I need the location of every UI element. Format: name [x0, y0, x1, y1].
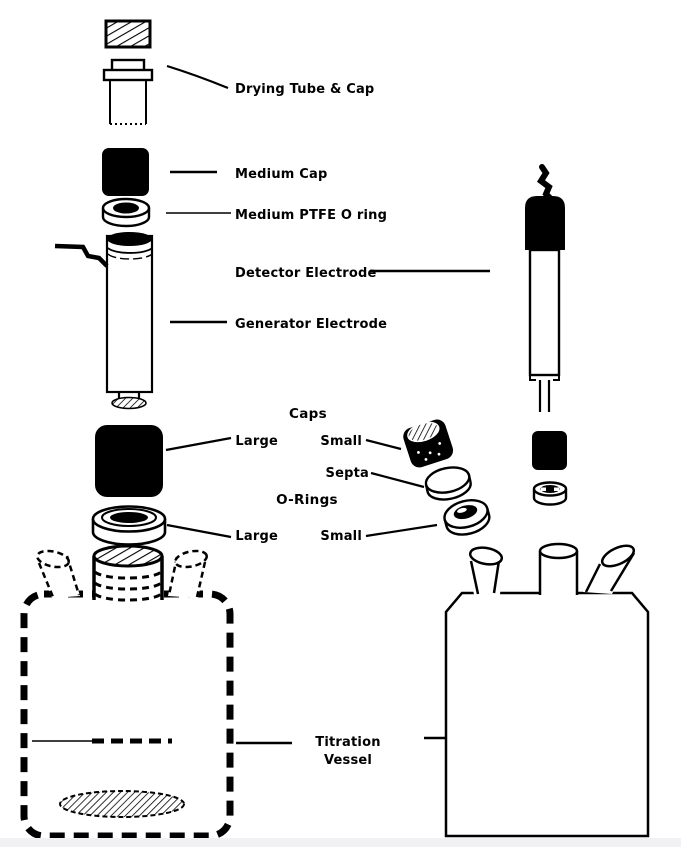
caps-large-leader-line — [165, 436, 232, 452]
label-orings-header: O-Rings — [276, 492, 338, 508]
detector-cable — [536, 164, 555, 203]
large-cap-drawing — [95, 425, 163, 497]
medium-cap-drawing — [102, 148, 149, 196]
label-caps-large: Large — [235, 434, 278, 449]
label-orings-small: Small — [320, 529, 362, 544]
label-titration-vessel-line2: Vessel — [324, 753, 372, 768]
detector-small-cap-drawing — [532, 431, 567, 470]
label-septa: Septa — [326, 466, 369, 481]
titration-vessel-exploded-drawing — [20, 544, 234, 840]
orings-small-leader-line — [365, 523, 438, 538]
footer-strip — [0, 838, 681, 847]
drying-tube-leader-line — [166, 64, 229, 90]
label-medium-ptfe-o-ring: Medium PTFE O ring — [235, 208, 387, 223]
small-o-ring-drawing — [443, 499, 491, 536]
label-titration-vessel-line1: Titration — [315, 735, 380, 750]
medium-ptfe-o-ring-drawing — [101, 197, 151, 228]
small-cap-drawing — [403, 419, 454, 468]
generator-side-arm — [54, 243, 109, 268]
large-o-ring-drawing — [91, 505, 167, 546]
drying-tube-drawing — [102, 19, 154, 125]
caps-small-leader-line — [365, 438, 402, 451]
label-medium-cap: Medium Cap — [235, 167, 327, 182]
orings-large-leader-line — [166, 523, 232, 539]
septum-drawing — [424, 466, 472, 501]
label-orings-large: Large — [235, 529, 278, 544]
stir-bar-drawing — [59, 790, 185, 818]
detector-small-o-ring-drawing — [532, 481, 568, 506]
label-generator-electrode: Generator Electrode — [235, 317, 387, 332]
label-detector-electrode: Detector Electrode — [235, 266, 377, 281]
titration-vessel-assembled-drawing — [444, 542, 650, 838]
detector-electrode-drawing — [525, 164, 565, 412]
label-caps-small: Small — [320, 434, 362, 449]
septa-leader-line — [370, 471, 425, 489]
generator-electrode-drawing — [54, 232, 154, 410]
label-caps-header: Caps — [289, 406, 327, 422]
label-drying-tube-cap: Drying Tube & Cap — [235, 82, 374, 97]
